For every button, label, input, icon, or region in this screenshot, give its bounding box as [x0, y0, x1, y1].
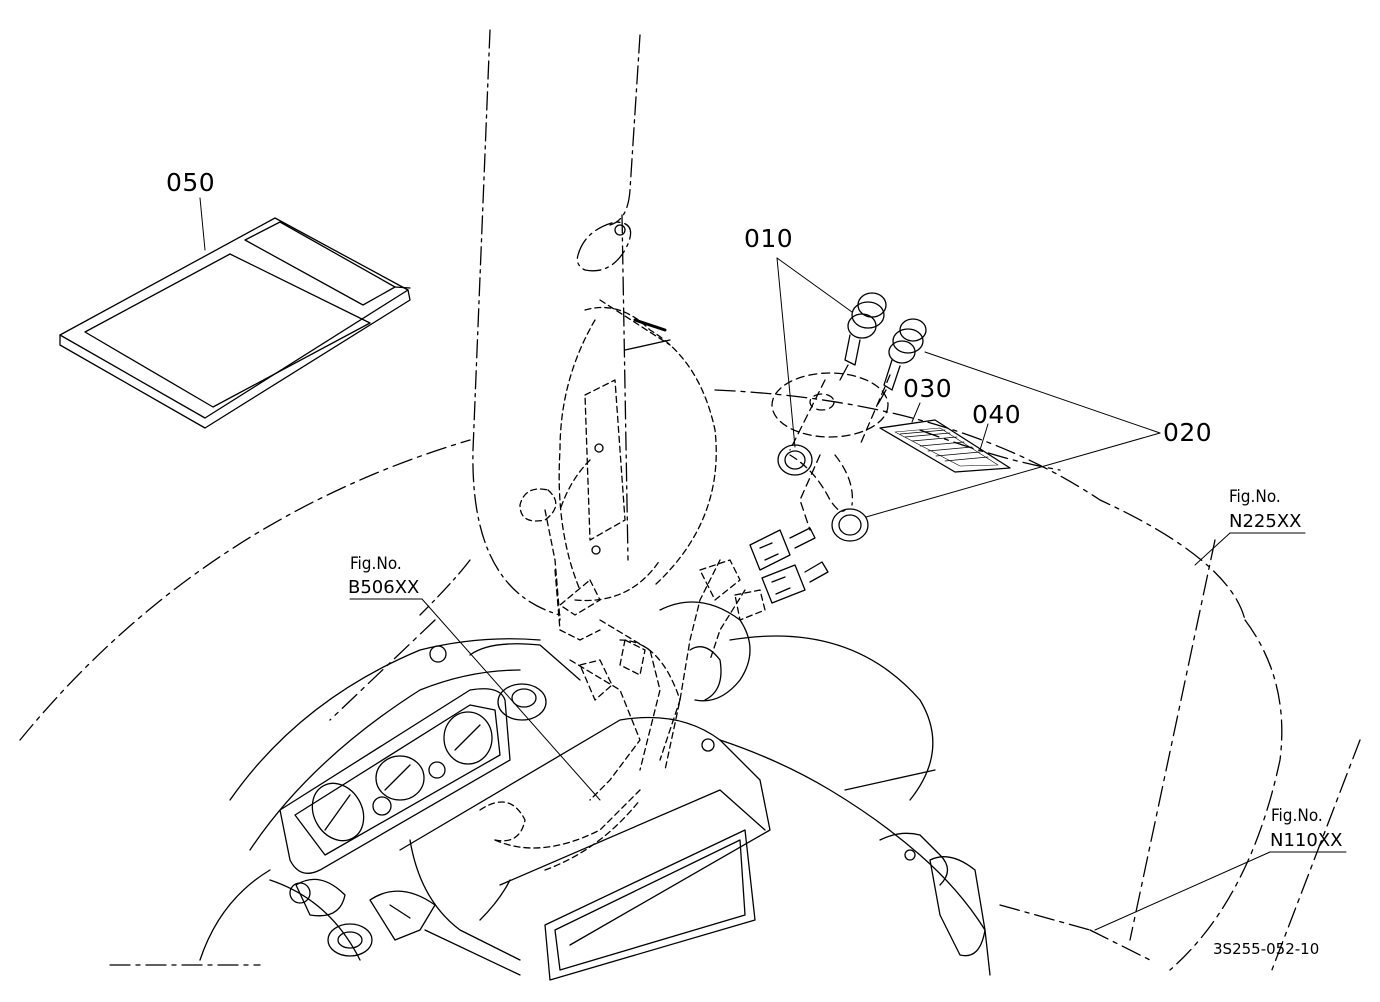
fig-ref-b506-caption: Fig.No. — [350, 554, 402, 574]
fig-ref-n225-caption: Fig.No. — [1229, 487, 1281, 507]
fig-ref-n225-number[interactable]: N225XX — [1229, 511, 1302, 532]
leader-lines — [199, 197, 1347, 931]
manual-sheet — [59, 217, 411, 429]
part-030-040-decals — [879, 419, 1011, 473]
fig-ref-n110-caption: Fig.No. — [1271, 806, 1323, 826]
part-020-ring-2 — [831, 508, 869, 542]
fig-ref-n110-number[interactable]: N110XX — [1270, 830, 1343, 851]
rops-pillar — [419, 29, 641, 616]
console-body — [199, 601, 991, 981]
part-010-knob-2 — [877, 318, 927, 405]
fig-ref-b506-number[interactable]: B506XX — [348, 577, 420, 598]
part-020-ring-1 — [777, 444, 813, 476]
connector-1 — [749, 527, 816, 571]
drawing-code: 3S255-052-10 — [1213, 940, 1320, 958]
cab-outline — [19, 389, 1361, 976]
part-label-040: 040 — [972, 400, 1022, 429]
part-label-020: 020 — [1163, 418, 1213, 447]
part-label-050: 050 — [166, 168, 216, 197]
control-knobs — [289, 645, 916, 957]
part-010-knob-1 — [839, 292, 887, 381]
switch-panel — [479, 299, 766, 871]
part-label-010: 010 — [744, 224, 794, 253]
part-label-030: 030 — [903, 374, 953, 403]
connector-2 — [761, 561, 829, 604]
